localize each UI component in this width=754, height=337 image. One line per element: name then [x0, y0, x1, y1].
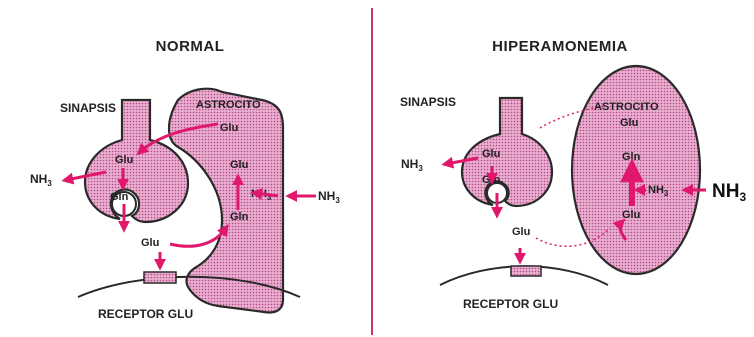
normal-glu-syn: Glu: [115, 154, 133, 166]
normal-receptor-label: RECEPTOR GLU: [98, 307, 193, 321]
normal-glu-outside: Glu: [141, 237, 159, 249]
normal-nh3-left: NH3: [30, 172, 52, 188]
hyper-glu-astro: Glu: [622, 209, 640, 221]
hyper-glu-outside: Glu: [512, 226, 530, 238]
normal-glu-astro-top: Glu: [220, 122, 238, 134]
hyper-synapse-label: SINAPSIS: [400, 95, 456, 109]
normal-receptor: [144, 272, 176, 283]
normal-panel: NORMAL SINAPSIS ASTROCITO RECEPTOR GLU G…: [30, 38, 340, 321]
normal-synapse-label: SINAPSIS: [60, 101, 116, 115]
hyper-receptor-label: RECEPTOR GLU: [463, 297, 558, 311]
normal-glu-astro: Glu: [230, 159, 248, 171]
normal-nh3-right: NH3: [318, 189, 340, 205]
normal-title: NORMAL: [156, 38, 225, 55]
hyper-glu-astro-top: Glu: [620, 117, 638, 129]
hyper-title: HIPERAMONEMIA: [492, 38, 628, 55]
normal-astrocyte-label: ASTROCITO: [196, 99, 261, 111]
hyper-nh3-right: NH3: [712, 181, 746, 204]
hyper-nh3-left: NH3: [401, 157, 423, 173]
normal-gln-syn: Gln: [110, 191, 129, 203]
hyper-receptor: [511, 266, 541, 276]
hyper-astrocyte: [572, 66, 700, 274]
normal-gln-astro: Gln: [230, 211, 249, 223]
hyper-astrocyte-label: ASTROCITO: [594, 101, 659, 113]
hyper-panel: HIPERAMONEMIA SINAPSIS ASTROCITO RECEPTO…: [400, 38, 746, 311]
hyper-gln-astro: Gln: [622, 151, 641, 163]
hyper-glu-syn: Glu: [482, 148, 500, 160]
